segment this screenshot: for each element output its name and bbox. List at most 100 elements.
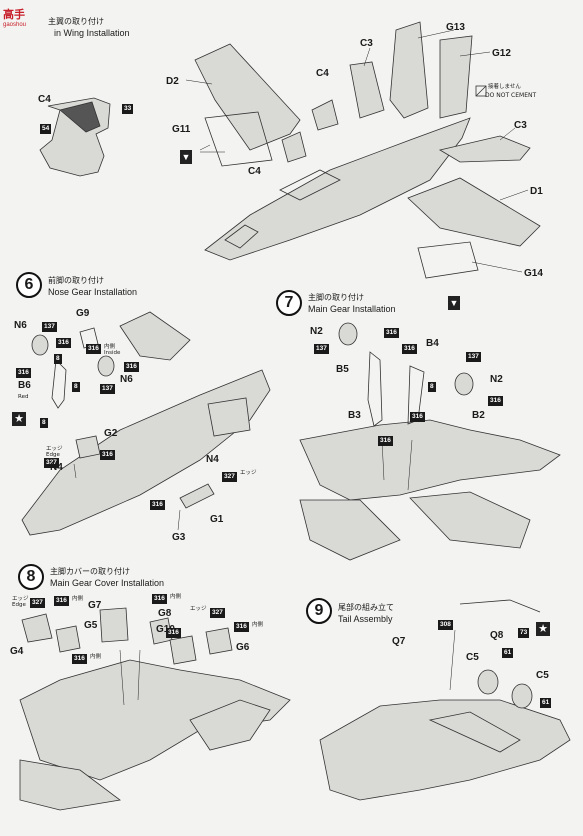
- label-b4: B4: [426, 338, 439, 349]
- label-g4: G4: [10, 646, 24, 657]
- part-number-137-n2r: 137: [466, 352, 481, 362]
- label-c4: C4: [316, 68, 329, 79]
- part-number-316-g9: 316: [86, 344, 101, 354]
- step-7-badge: 7: [276, 290, 302, 316]
- part-number-308: 308: [438, 620, 453, 630]
- label-d1: D1: [530, 186, 543, 197]
- label-n6-right: N6: [120, 374, 133, 385]
- label-c5-right: C5: [536, 670, 549, 681]
- step6-title-en: Nose Gear Installation: [48, 287, 138, 297]
- note-edge-g10: エッジ: [190, 606, 207, 612]
- part-number-316-g1: 316: [150, 500, 165, 510]
- note-inside-g8: 内側: [170, 594, 182, 600]
- part-number-316-b4: 316: [402, 344, 417, 354]
- label-g2: G2: [104, 428, 118, 439]
- step8-title-en: Main Gear Cover Installation: [50, 578, 165, 588]
- part-number-316-g2: 316: [100, 450, 115, 460]
- part-number-33: 33: [122, 104, 134, 114]
- label-g6: G6: [236, 642, 250, 653]
- part-number-137-n2: 137: [314, 344, 329, 354]
- label-c4-lower: C4: [248, 166, 261, 177]
- label-g13: G13: [446, 22, 465, 33]
- label-b5: B5: [336, 364, 349, 375]
- label-g14: G14: [524, 268, 543, 279]
- label-q8: Q8: [490, 630, 504, 641]
- part-number-316-b6: 316: [16, 368, 31, 378]
- step7-title-jp: 主脚の取り付け: [308, 293, 364, 302]
- label-g8: G8: [158, 608, 172, 619]
- label-n4-right: N4: [206, 454, 219, 465]
- cement-icon: ▼: [180, 150, 192, 164]
- part-number-8-b4: 8: [428, 382, 436, 392]
- label-g5: G5: [84, 620, 98, 631]
- part-number-54: 54: [40, 124, 52, 134]
- part-number-327-g4: 327: [30, 598, 45, 608]
- label-d2: D2: [166, 76, 179, 87]
- label-c3-stab: C3: [514, 120, 527, 131]
- label-g11: G11: [172, 124, 191, 135]
- part-number-8: 8: [54, 354, 62, 364]
- site-logo-sub: gaoshou: [3, 22, 27, 28]
- step6-title-jp: 前脚の取り付け: [48, 276, 104, 285]
- part-number-8-c: 8: [40, 418, 48, 428]
- label-c4-seat: C4: [38, 94, 51, 105]
- part-number-327: 327: [44, 458, 59, 468]
- note-red: Red: [18, 394, 29, 400]
- label-g3: G3: [172, 532, 186, 543]
- cement-icon-2: ▼: [448, 296, 460, 310]
- label-g10: G10: [156, 624, 175, 635]
- label-n6: N6: [14, 320, 27, 331]
- step9-title-jp: 尾部の組み立て: [338, 603, 394, 612]
- note-edge-g1: エッジ: [240, 470, 257, 476]
- step-8-badge: 8: [18, 564, 44, 590]
- site-logo: 高手: [3, 8, 25, 21]
- step5-title-jp: 主翼の取り付け: [48, 17, 104, 26]
- part-number-316-g8: 316: [152, 594, 167, 604]
- label-c5: C5: [466, 652, 479, 663]
- step7-title-en: Main Gear Installation: [308, 304, 396, 314]
- note-edge-g4-en: Edge: [12, 602, 26, 608]
- note-inside: 内側: [104, 344, 116, 350]
- part-number-61: 61: [502, 648, 514, 658]
- step5-title-en: in Wing Installation: [54, 28, 130, 38]
- part-number-316-g5: 316: [72, 654, 87, 664]
- label-q7: Q7: [392, 636, 406, 647]
- label-g12: G12: [492, 48, 511, 59]
- part-number-316-g4: 316: [54, 596, 69, 606]
- part-number-316-b3: 316: [378, 436, 393, 446]
- star-icon-2: ★: [536, 622, 550, 636]
- step-6-badge: 6: [16, 272, 42, 298]
- part-number-316: 316: [56, 338, 71, 348]
- step9-title-en: Tail Assembly: [338, 614, 393, 624]
- label-b3: B3: [348, 410, 361, 421]
- star-icon: ★: [12, 412, 26, 426]
- step8-title-jp: 主脚カバーの取り付け: [50, 567, 130, 576]
- note-edge: エッジ: [46, 446, 63, 452]
- part-number-316-g10: 316: [166, 628, 181, 638]
- part-number-316-g6: 316: [234, 622, 249, 632]
- label-b6: B6: [18, 380, 31, 391]
- part-number-61-b: 61: [540, 698, 552, 708]
- label-n4: N4: [50, 462, 63, 473]
- part-number-316-n2: 316: [384, 328, 399, 338]
- part-number-8-b: 8: [72, 382, 80, 392]
- label-b2: B2: [472, 410, 485, 421]
- label-c3: C3: [360, 38, 373, 49]
- label-g9: G9: [76, 308, 90, 319]
- note-inside-en: Inside: [104, 350, 121, 356]
- part-number-137: 137: [42, 322, 57, 332]
- part-number-73: 73: [518, 628, 530, 638]
- part-number-316-b2: 316: [410, 412, 425, 422]
- no-cement-en: DO NOT CEMENT: [485, 92, 537, 99]
- label-g7: G7: [88, 600, 102, 611]
- part-number-327-g1: 327: [222, 472, 237, 482]
- note-edge-g4: エッジ: [12, 596, 29, 602]
- note-inside-g6: 内側: [252, 622, 264, 628]
- step-9-badge: 9: [306, 598, 332, 624]
- note-edge-en: Edge: [46, 452, 60, 458]
- note-inside-g5: 内側: [90, 654, 102, 660]
- note-inside-g4: 内側: [72, 596, 84, 602]
- no-cement-jp: 接着しません: [488, 84, 521, 90]
- part-number-316-n6: 316: [124, 362, 139, 372]
